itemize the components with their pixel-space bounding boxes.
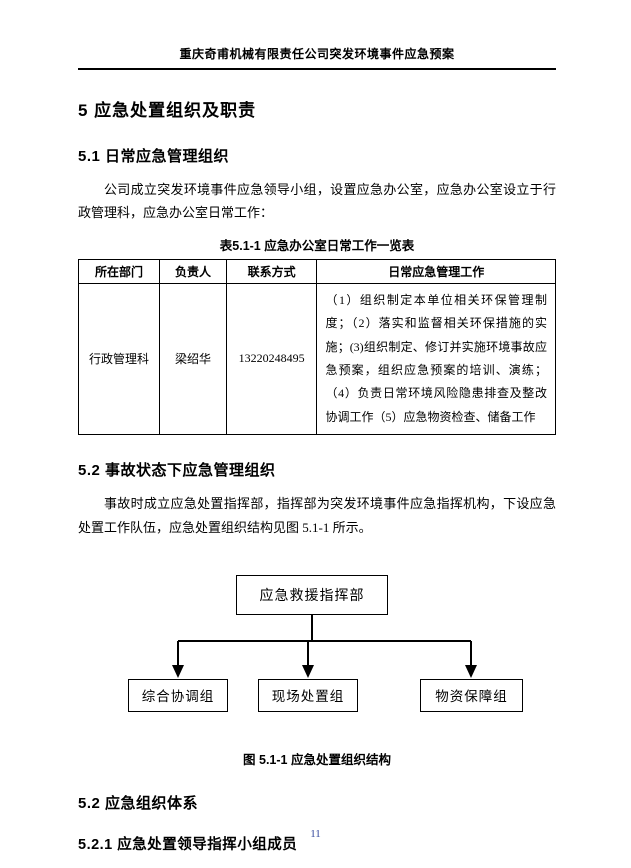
page-number: 11 <box>310 828 321 840</box>
figure-caption: 图 5.1-1 应急处置组织结构 <box>243 752 391 767</box>
table-header-department: 所在部门 <box>77 258 161 284</box>
table-caption: 表5.1-1 应急办公室日常工作一览表 <box>219 238 415 253</box>
org-box-command-center: 应急救援指挥部 <box>236 574 388 615</box>
cell-phone: 13220248495 <box>225 282 318 436</box>
org-box-coordination-group: 综合协调组 <box>128 678 228 712</box>
section-5-2-paragraph: 事故时成立应急处置指挥部，指挥部为突发环境事件应急指挥机构，下设应急处置工作队伍… <box>78 496 556 535</box>
table-row: 行政管理科 梁绍华 13220248495 （1）组织制定本单位相关环保管理制度… <box>77 282 556 436</box>
section-heading-5-2-accident: 5.2 事故状态下应急管理组织 <box>78 462 276 480</box>
org-box-onsite-group: 现场处置组 <box>258 678 358 712</box>
section-heading-5-2-system: 5.2 应急组织体系 <box>78 794 199 812</box>
cell-person: 梁绍华 <box>159 282 227 436</box>
document-header-title: 重庆奇甫机械有限责任公司突发环境事件应急预案 <box>78 45 556 70</box>
arrow-down-icon <box>302 664 314 678</box>
table-header-row: 所在部门 负责人 联系方式 日常应急管理工作 <box>77 258 556 284</box>
arrow-down-icon <box>465 664 477 678</box>
table-header-duties: 日常应急管理工作 <box>316 258 556 284</box>
org-chart-connectors <box>172 614 477 678</box>
section-5-1-paragraph: 公司成立突发环境事件应急领导小组，设置应急办公室，应急办公室设立于行政管理科，应… <box>78 182 556 221</box>
org-box-supply-group: 物资保障组 <box>420 678 523 712</box>
section-heading-5-1: 5.1 日常应急管理组织 <box>78 148 230 165</box>
chapter-heading: 5 应急处置组织及职责 <box>78 101 257 120</box>
section-heading-5-2-1: 5.2.1 应急处置领导指挥小组成员 <box>78 836 298 853</box>
org-chart-figure: 应急救援指挥部 综合协调组 现场处置组 物资保障组 <box>78 574 556 725</box>
cell-duties: （1）组织制定本单位相关环保管理制度；（2）落实和监督相关环保措施的实施；(3)… <box>316 282 556 436</box>
cell-department: 行政管理科 <box>77 282 161 436</box>
table-header-phone: 联系方式 <box>225 258 318 284</box>
arrow-down-icon <box>172 664 184 678</box>
table-header-person: 负责人 <box>159 258 227 284</box>
daily-duty-table: 所在部门 负责人 联系方式 日常应急管理工作 行政管理科 梁绍华 1322024… <box>77 258 556 436</box>
